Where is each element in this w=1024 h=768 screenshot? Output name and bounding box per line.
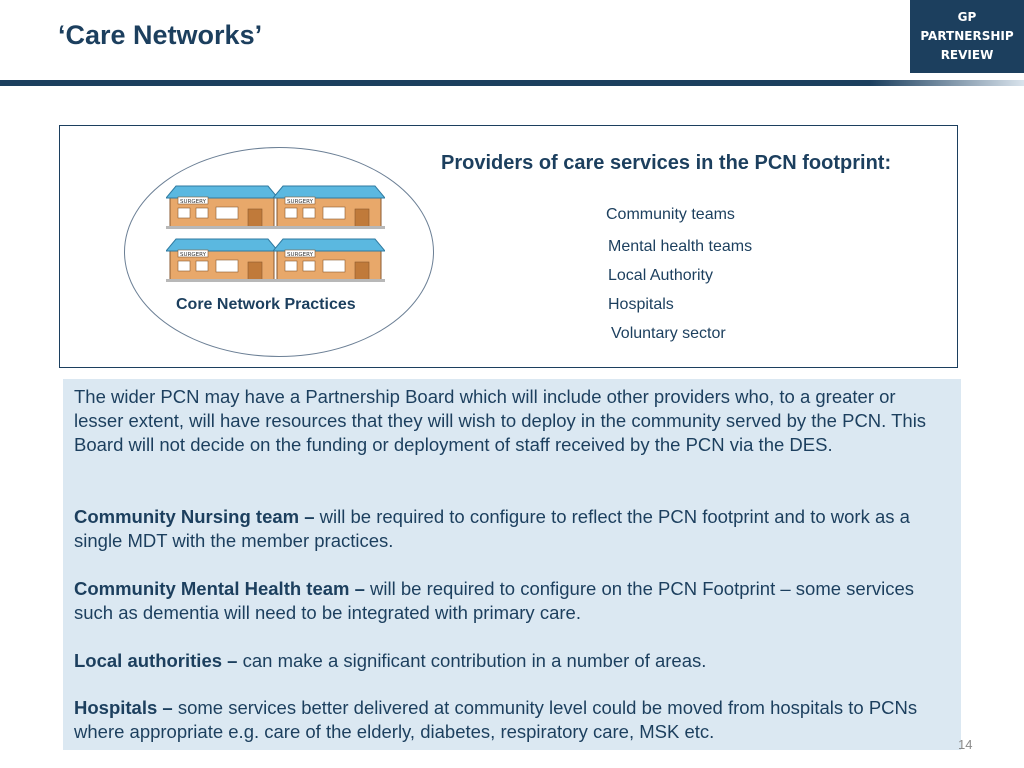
provider-mental-health-teams: Mental health teams [608, 238, 753, 255]
local-authorities-heading: Local authorities – [74, 650, 238, 671]
community-mental-health-heading: Community Mental Health team – [74, 578, 365, 599]
header-divider [0, 80, 1024, 86]
community-nursing-text: will be required to configure to reflect… [74, 506, 910, 551]
surgery-building-icon: SURGERY [166, 185, 278, 229]
hospitals-paragraph: Hospitals – some services better deliver… [74, 696, 944, 744]
providers-heading: Providers of care services in the PCN fo… [441, 152, 892, 174]
hospitals-heading: Hospitals – [74, 697, 173, 718]
community-nursing-paragraph: Community Nursing team – will be require… [74, 505, 944, 553]
hospitals-text: some services better delivered at commun… [74, 697, 918, 742]
provider-local-authority: Local Authority [608, 267, 713, 284]
text-panel [63, 379, 961, 750]
gp-partnership-review-badge: GP PARTNERSHIP REVIEW [910, 0, 1024, 73]
provider-voluntary-sector: Voluntary sector [611, 325, 726, 342]
community-nursing-heading: Community Nursing team – [74, 506, 315, 527]
surgery-sign: SURGERY [287, 252, 314, 258]
provider-community-teams: Community teams [606, 206, 735, 223]
surgery-building-icon: SURGERY [166, 238, 278, 282]
core-network-ellipse [124, 147, 434, 357]
surgery-sign: SURGERY [287, 199, 314, 205]
badge-line-1: GP [957, 10, 977, 24]
surgery-building-icon: SURGERY [273, 185, 385, 229]
community-mental-health-text: will be required to configure on the PCN… [74, 578, 915, 623]
slide-title: ‘Care Networks’ [58, 20, 263, 50]
badge-line-3: REVIEW [940, 48, 994, 62]
badge-line-2: PARTNERSHIP [920, 29, 1014, 43]
local-authorities-text: can make a significant contribution in a… [237, 650, 707, 671]
page-number: 14 [958, 737, 973, 752]
surgery-sign: SURGERY [180, 199, 207, 205]
surgery-building-icon: SURGERY [273, 238, 385, 282]
community-mental-health-paragraph: Community Mental Health team – will be r… [74, 577, 944, 625]
intro-paragraph: The wider PCN may have a Partnership Boa… [74, 386, 927, 455]
core-network-practices-label: Core Network Practices [176, 296, 356, 313]
surgery-sign: SURGERY [180, 252, 207, 258]
provider-hospitals: Hospitals [608, 296, 674, 313]
local-authorities-paragraph: Local authorities – can make a significa… [74, 649, 944, 673]
